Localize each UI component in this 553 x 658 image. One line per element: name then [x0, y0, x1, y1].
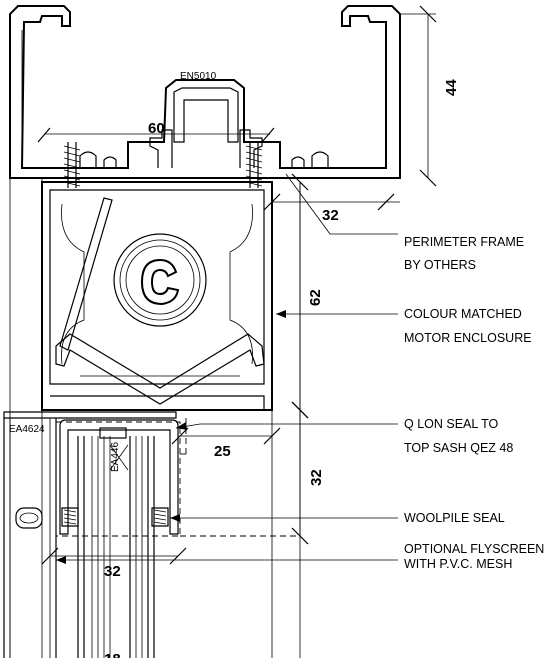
dimension-label-62: 62 — [307, 289, 324, 306]
note-flyscreen-line2: WITH P.V.C. MESH — [404, 557, 512, 571]
sill-profile-ea4624: EA4624 — [3, 411, 177, 658]
dimension-label-60: 60 — [148, 120, 165, 137]
woolpile-seal-right — [151, 507, 169, 527]
dimension-label-32-right: 32 — [308, 469, 325, 486]
dimension-seal-offset: 25 — [171, 427, 281, 460]
sash-profile-code: EA446 — [110, 442, 121, 472]
note-woolpile-seal: WOOLPILE SEAL — [404, 511, 505, 525]
note-qlon-seal-line1: Q LON SEAL TO — [404, 417, 499, 431]
leader-flyscreen: OPTIONAL FLYSCREEN WITH P.V.C. MESH — [56, 542, 544, 571]
flyscreen-outline — [55, 421, 181, 537]
dimension-frame-width: 60 — [37, 120, 275, 143]
dimension-sash-height: 32 — [291, 401, 325, 545]
note-motor-enclosure-line1: COLOUR MATCHED — [404, 307, 522, 321]
dimension-flyscreen-offset: 32 — [41, 547, 187, 580]
leader-motor-enclosure: COLOUR MATCHED MOTOR ENCLOSURE — [276, 307, 532, 345]
dimension-label-25: 25 — [214, 443, 231, 460]
note-perimeter-frame-line1: PERIMETER FRAME — [404, 235, 524, 249]
dimension-frame-depth: 44 — [400, 5, 460, 187]
frame-screw-right — [245, 142, 263, 188]
dimension-label-32-top: 32 — [322, 207, 339, 224]
note-perimeter-frame-line2: BY OTHERS — [404, 258, 476, 272]
frame-screw-left — [63, 142, 81, 188]
note-motor-enclosure-line2: MOTOR ENCLOSURE — [404, 331, 532, 345]
leader-woolpile-seal: WOOLPILE SEAL — [170, 511, 505, 525]
dimension-label-18: 18 — [104, 651, 121, 658]
motor-enclosure — [41, 181, 273, 411]
dimension-label-32-bottom: 32 — [104, 563, 121, 580]
note-qlon-seal-line2: TOP SASH QEZ 48 — [404, 441, 513, 455]
note-flyscreen-line1: OPTIONAL FLYSCREEN — [404, 542, 544, 556]
dimension-label-44: 44 — [443, 79, 460, 96]
leader-perimeter-frame: PERIMETER FRAME BY OTHERS — [285, 173, 524, 272]
leader-qlon-seal: Q LON SEAL TO TOP SASH QEZ 48 — [175, 417, 513, 455]
sill-profile-code: EA4624 — [9, 424, 45, 435]
frame-profile-code: EN5010 — [180, 71, 217, 82]
dimension-enclosure-height: 62 — [291, 173, 324, 419]
sash-profile: EA446 — [59, 419, 179, 658]
dimension-enclosure-offset: 32 — [263, 193, 400, 224]
woolpile-seal-left — [61, 507, 79, 527]
top-frame-profile — [9, 5, 401, 179]
